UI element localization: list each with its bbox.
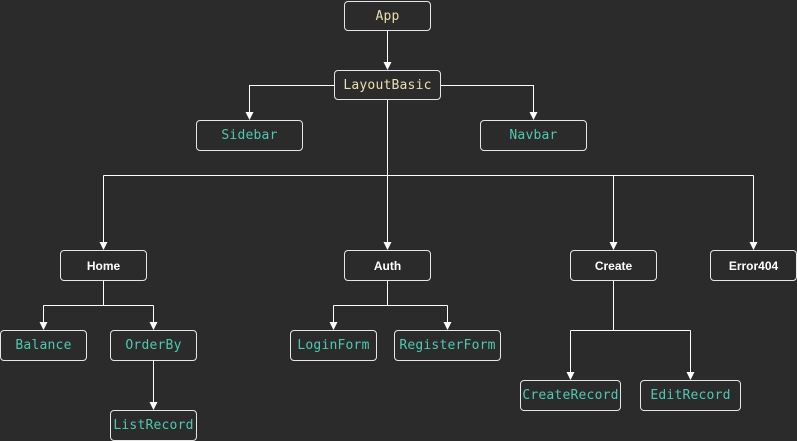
node-layout-basic: LayoutBasic [334,70,441,100]
node-create-record-label: CreateRecord [522,388,619,403]
node-error404-label: Error404 [728,258,779,273]
edge-layoutbasic-sidebar [245,85,334,120]
node-edit-record: EditRecord [640,380,741,411]
node-home: Home [60,250,147,281]
edge-home-bus [43,281,154,306]
node-auth-label: Auth [373,258,402,273]
node-balance-label: Balance [15,338,72,353]
node-error404: Error404 [710,250,797,281]
node-navbar-label: Navbar [509,128,558,143]
node-create-record: CreateRecord [520,380,621,411]
node-sidebar-label: Sidebar [221,128,278,143]
node-register-form-label: RegisterForm [399,338,496,353]
node-edit-record-label: EditRecord [650,388,731,403]
node-layout-basic-label: LayoutBasic [343,77,432,93]
node-auth: Auth [344,250,431,281]
edge-layoutbasic-trunk [103,100,754,176]
node-order-by: OrderBy [110,330,197,361]
node-create: Create [570,250,657,281]
node-create-label: Create [594,258,633,273]
node-app: App [344,1,431,31]
edge-layoutbasic-navbar [441,85,538,120]
node-order-by-label: OrderBy [125,338,182,353]
edge-auth-bus [333,281,448,306]
node-navbar: Navbar [480,120,587,151]
node-balance: Balance [0,330,87,361]
node-app-label: App [375,8,400,24]
node-login-form-label: LoginForm [297,338,370,353]
node-login-form: LoginForm [290,330,377,361]
node-register-form: RegisterForm [394,330,501,361]
node-home-label: Home [86,258,121,273]
node-sidebar: Sidebar [196,120,303,151]
node-list-record: ListRecord [110,410,197,441]
edge-create-bus [570,281,691,331]
node-list-record-label: ListRecord [113,418,194,433]
